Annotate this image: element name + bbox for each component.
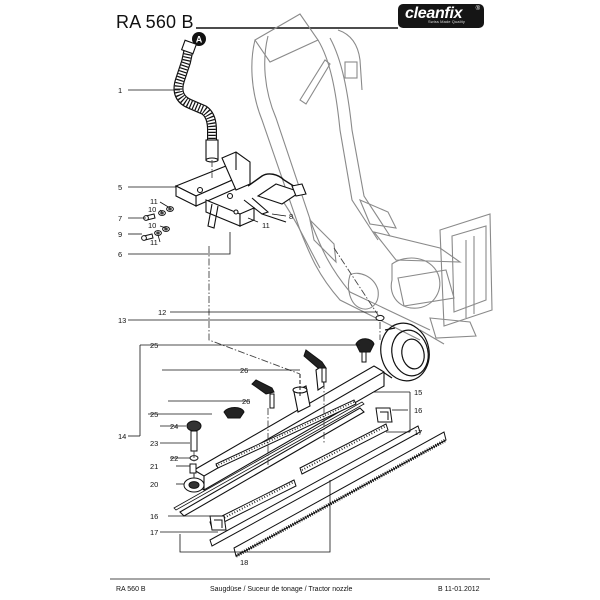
cleanfix-logo: cleanfix ® Swiss Made Quality: [398, 4, 484, 28]
leader-lines: [128, 89, 411, 553]
label-part-11b: 11: [150, 238, 158, 247]
label-part-13: 13: [118, 316, 126, 325]
label-part-18: 18: [240, 558, 248, 567]
callout-badge-a: [192, 32, 206, 46]
label-part-23: 23: [150, 439, 158, 448]
castor-parts: [183, 314, 385, 493]
assembly-lines: [193, 160, 381, 478]
label-part-16b: 16: [150, 512, 158, 521]
label-part-26a: 26: [240, 366, 248, 375]
label-part-5: 5: [118, 183, 122, 192]
label-part-16a: 16: [414, 406, 422, 415]
label-part-17b: 17: [150, 528, 158, 537]
part-number-labels: 1 5 7 9 10 10 11 11 11 8 6 12 13 25 26 2…: [118, 86, 422, 567]
label-part-10b: 10: [148, 221, 156, 230]
logo-tagline: Swiss Made Quality: [428, 19, 465, 24]
suction-hose: [173, 39, 219, 163]
nozzle-bracket-assembly: [174, 151, 307, 229]
label-part-25a: 25: [150, 341, 158, 350]
label-part-8: 8: [289, 212, 293, 221]
label-part-17a: 17: [414, 428, 422, 437]
nozzle-body: [173, 365, 385, 517]
label-part-14: 14: [118, 432, 126, 441]
clamp-levers: [223, 338, 375, 419]
label-part-11c: 11: [262, 221, 270, 230]
label-part-26b: 26: [242, 397, 250, 406]
label-part-12: 12: [158, 308, 166, 317]
label-part-24: 24: [170, 422, 178, 431]
label-part-20: 20: [150, 480, 158, 489]
wheel: [380, 322, 430, 382]
clips: [209, 407, 393, 531]
logo-brand: cleanfix: [405, 5, 463, 22]
machine-frame: [251, 13, 493, 345]
squeegee-blades: [209, 399, 447, 558]
footer-model: RA 560 B: [116, 586, 146, 593]
footer-description: Saugdüse / Suceur de tonage / Tractor no…: [210, 586, 353, 593]
page-title: RA 560 B: [116, 12, 194, 32]
label-part-15: 15: [414, 388, 422, 397]
label-part-1: 1: [118, 86, 122, 95]
label-part-9: 9: [118, 230, 122, 239]
label-part-22: 22: [170, 454, 178, 463]
label-part-11a: 11: [150, 197, 158, 206]
label-part-6: 6: [118, 250, 122, 259]
label-part-21: 21: [150, 462, 158, 471]
callout-badge-text: A: [196, 35, 203, 45]
fasteners: [141, 206, 174, 241]
label-part-10a: 10: [148, 205, 156, 214]
footer-revision: B 11-01.2012: [438, 586, 480, 593]
label-part-25b: 25: [150, 410, 158, 419]
logo-registered-mark: ®: [475, 6, 480, 12]
label-part-7: 7: [118, 214, 122, 223]
